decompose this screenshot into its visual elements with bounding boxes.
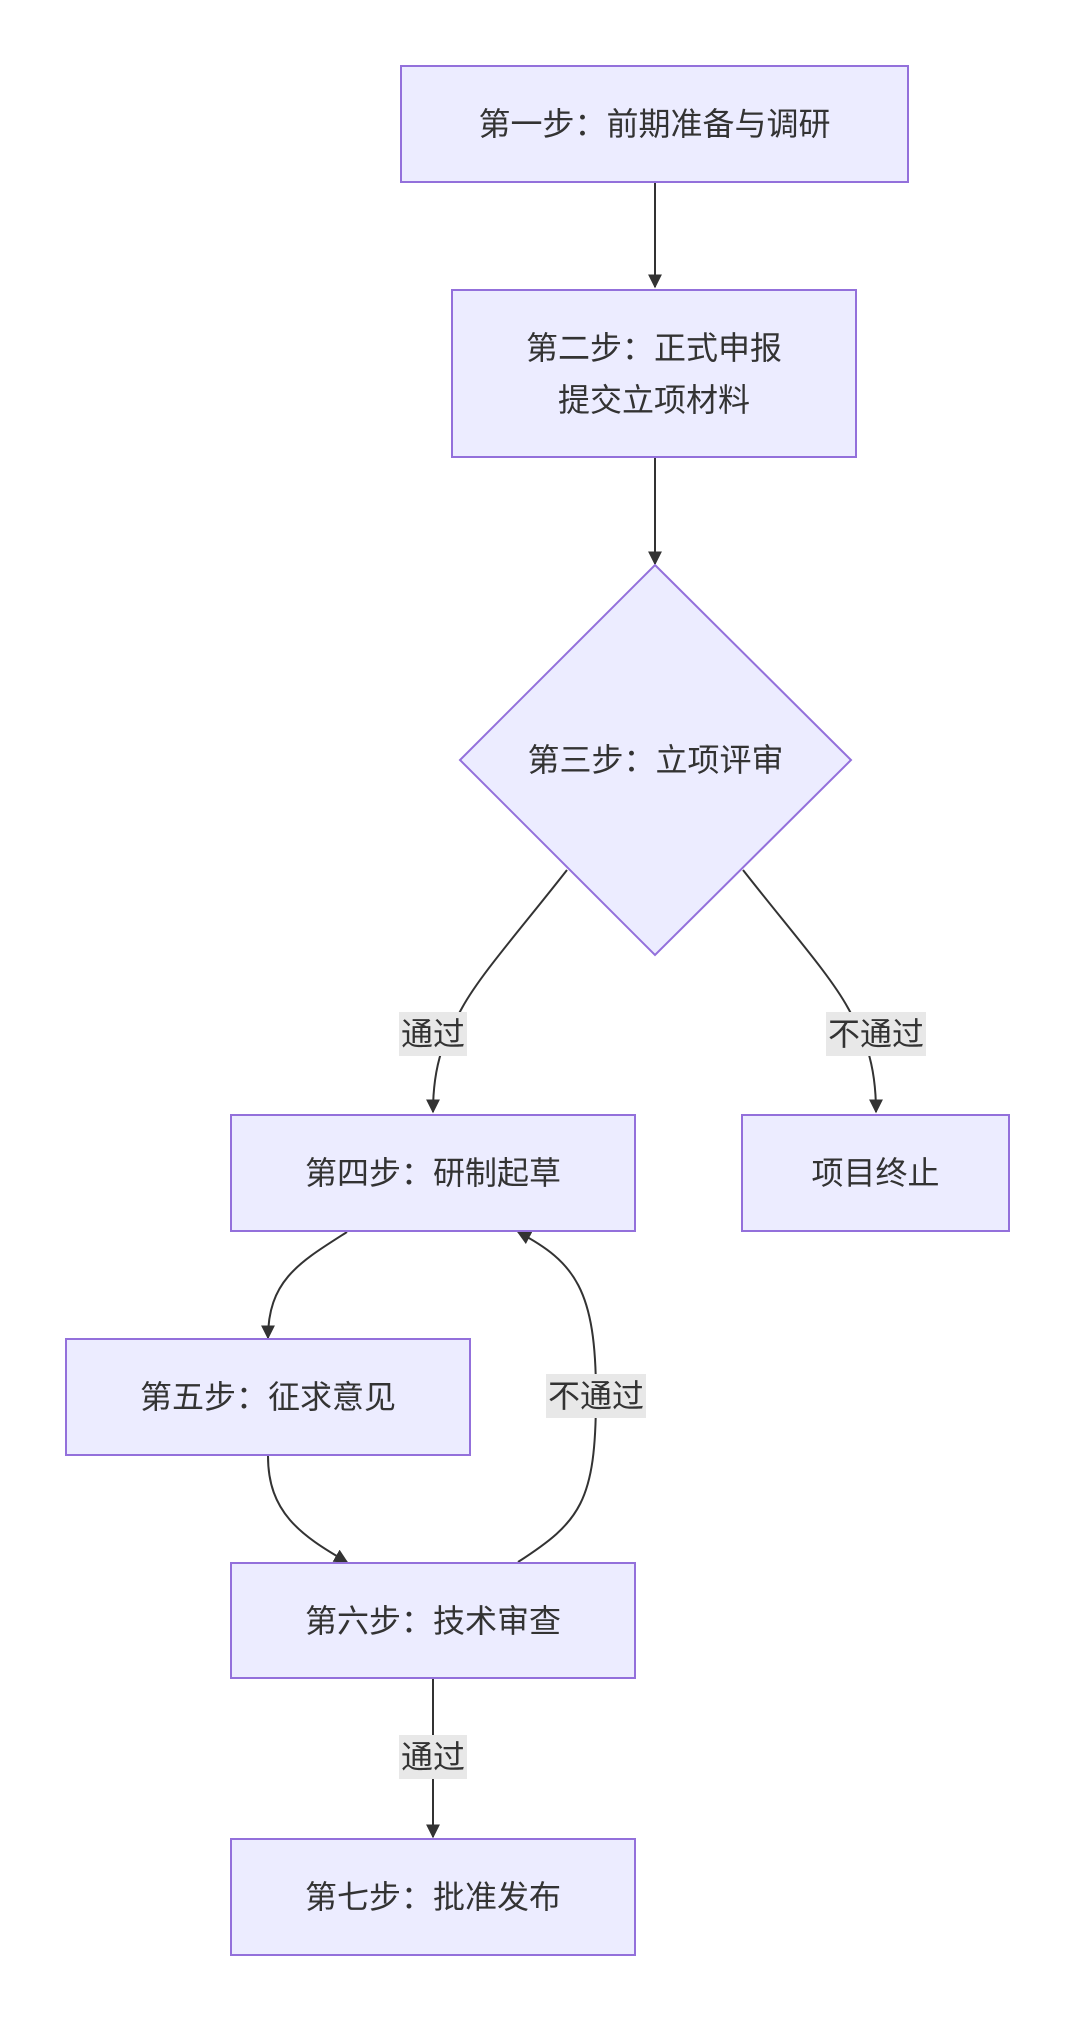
edge-label-step3-to-terminate: 不通过 — [825, 1012, 927, 1056]
edge-step3-to-step4 — [426, 869, 568, 1114]
edge-step4-to-step5 — [261, 1231, 348, 1340]
step3-node: 第三步：立项评审 — [460, 720, 851, 800]
step2-node: 第二步：正式申报 提交立项材料 — [451, 289, 857, 458]
edge-step3-to-terminate — [742, 869, 883, 1114]
step6-label: 第六步：技术审查 — [304, 1601, 561, 1640]
edge-label-step3-to-step4: 通过 — [398, 1012, 468, 1056]
step4-label: 第四步：研制起草 — [304, 1154, 561, 1192]
edge-step5-to-step6 — [267, 1455, 349, 1563]
terminate-node: 项目终止 — [741, 1114, 1010, 1232]
step1-node: 第一步：前期准备与调研 — [400, 65, 909, 183]
step7-node: 第七步：批准发布 — [230, 1838, 636, 1956]
step5-node: 第五步：征求意见 — [65, 1338, 471, 1456]
step2-label: 第二步：正式申报 提交立项材料 — [525, 328, 782, 419]
step5-label: 第五步：征求意见 — [139, 1378, 396, 1416]
step7-label: 第七步：批准发布 — [304, 1878, 561, 1916]
step3-label: 第三步：立项评审 — [527, 741, 784, 779]
step3-diamond — [458, 563, 853, 957]
edge-label-step6-to-step4: 不通过 — [545, 1374, 647, 1418]
edge-label-step6-to-step7: 通过 — [398, 1735, 468, 1779]
step1-label: 第一步：前期准备与调研 — [478, 105, 831, 143]
terminate-label: 项目终止 — [811, 1154, 940, 1192]
step6-node: 第六步：技术审查 — [230, 1562, 636, 1679]
step4-node: 第四步：研制起草 — [230, 1114, 636, 1232]
